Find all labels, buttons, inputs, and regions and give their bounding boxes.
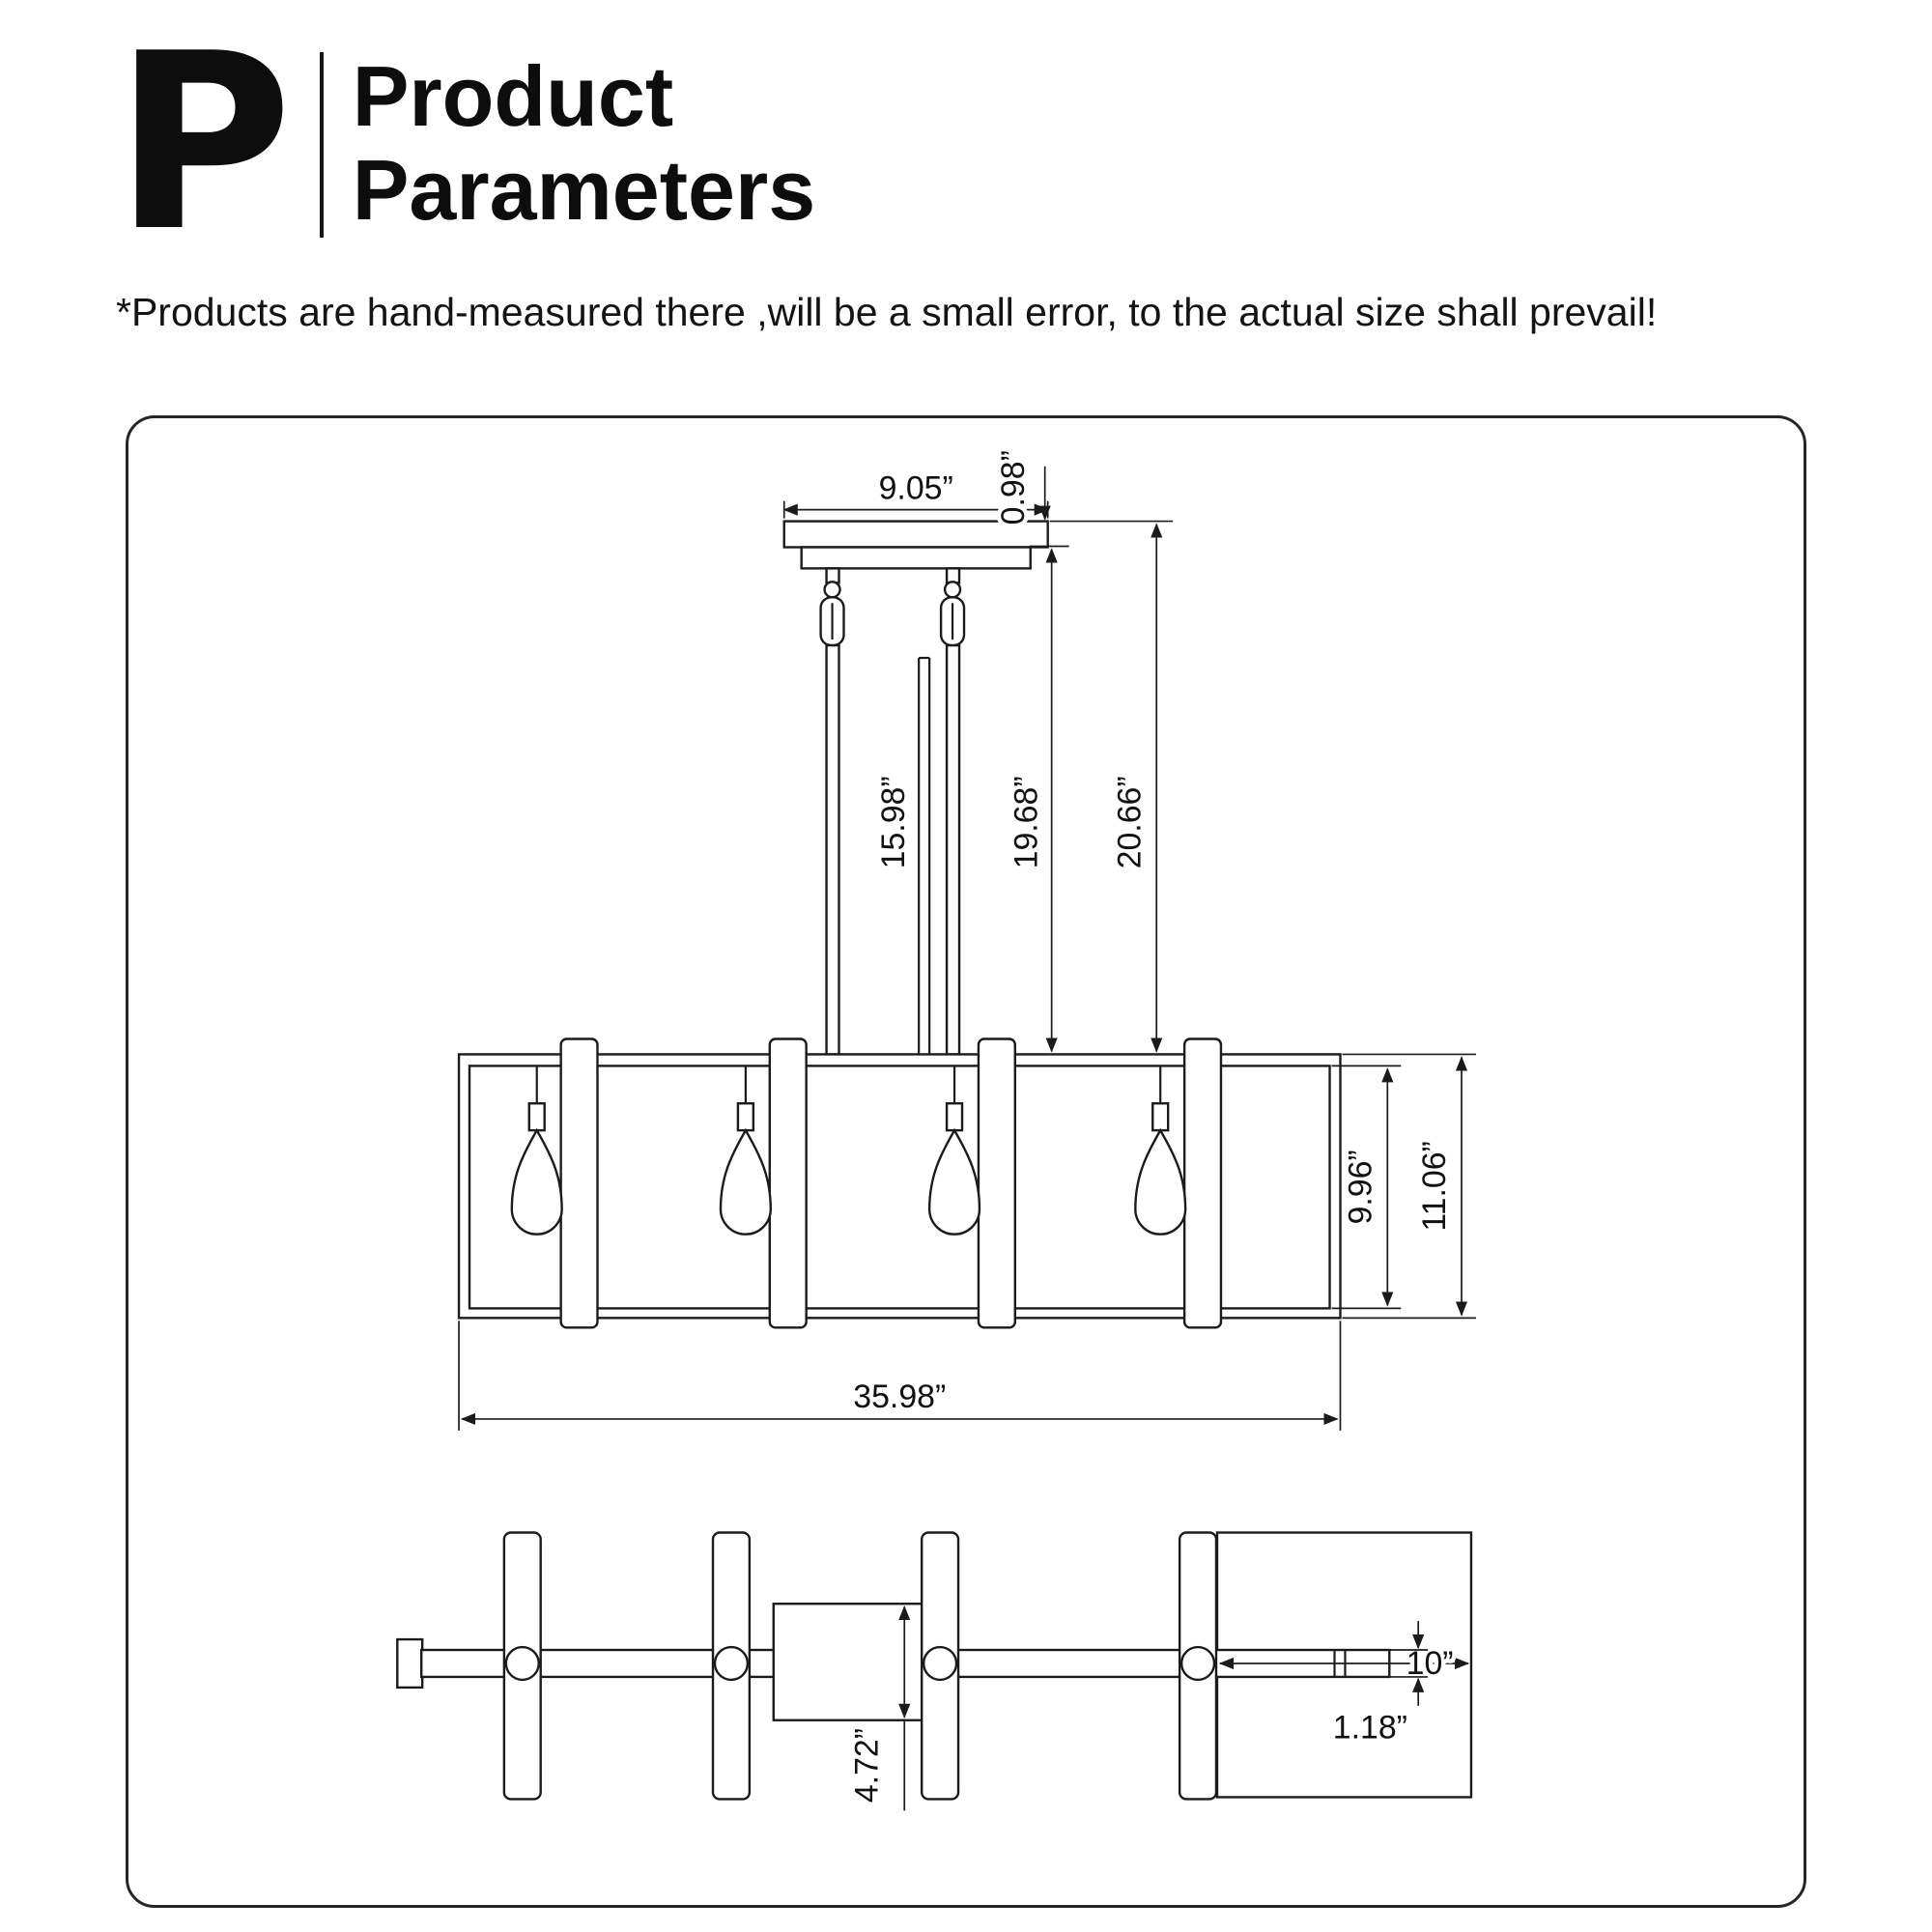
band-1 xyxy=(559,1037,599,1329)
dim-end-shade-depth: 10” xyxy=(1406,1645,1454,1682)
brand-letter: P xyxy=(114,2,293,285)
title-divider xyxy=(319,52,324,238)
dim-shade-height: 9.96” xyxy=(1342,1150,1378,1224)
turnbuckle-left xyxy=(819,581,845,647)
ceiling-canopy-base xyxy=(800,546,1032,570)
top-view-dimensions: 10” 1.18” 4.72” xyxy=(844,1605,1470,1811)
fixture-shade xyxy=(468,1065,1331,1310)
dim-drop-total: 20.66” xyxy=(1111,776,1148,868)
dim-fixture-height: 11.06” xyxy=(1416,1141,1453,1231)
chandelier-dimension-drawing: 9.05” 0.98” 15.98” 19.68” 20.66” 9.96” xyxy=(396,446,1476,1811)
dim-fixture-length: 35.98” xyxy=(853,1378,946,1415)
bulb-2 xyxy=(719,1065,772,1236)
dim-canopy-width: 9.05” xyxy=(879,470,953,507)
canopy-stem-left xyxy=(825,567,840,584)
disclaimer-note: *Products are hand-measured there ,will … xyxy=(116,290,1658,334)
center-downrod xyxy=(918,656,931,1055)
socket-3-top-view xyxy=(922,1645,958,1682)
title-line-2: Parameters xyxy=(352,141,816,238)
turnbuckle-right xyxy=(939,581,966,647)
dim-canopy-height: 0.98” xyxy=(995,450,1032,525)
diagram-panel: 9.05” 0.98” 15.98” 19.68” 20.66” 9.96” xyxy=(126,415,1806,1908)
canopy-stem-right xyxy=(945,567,961,584)
suspension-rod-left xyxy=(825,643,840,1056)
bulb-3 xyxy=(927,1065,981,1236)
top-view-drawing xyxy=(396,1531,1473,1801)
band-4 xyxy=(1182,1037,1223,1329)
dim-drop-inner: 19.68” xyxy=(1009,776,1045,868)
center-canopy-plate-top-view xyxy=(772,1603,947,1721)
socket-1-top-view xyxy=(504,1645,540,1682)
dim-band-width: 1.18” xyxy=(1333,1710,1407,1747)
suspension-rod-right xyxy=(945,643,961,1056)
page-title: Product Parameters xyxy=(353,46,815,242)
socket-2-top-view xyxy=(713,1645,750,1682)
front-view-drawing xyxy=(457,520,1342,1329)
socket-4-top-view xyxy=(1179,1645,1216,1682)
brand-lockup: P Product Parameters xyxy=(114,2,815,285)
band-3 xyxy=(977,1037,1016,1329)
dim-rod-length: 15.98” xyxy=(875,776,912,868)
band-2 xyxy=(768,1037,808,1329)
front-view-dimensions: 9.05” 0.98” 15.98” 19.68” 20.66” 9.96” xyxy=(458,446,1476,1431)
bulb-1 xyxy=(510,1065,563,1236)
rail-end-cap xyxy=(396,1637,424,1690)
title-line-1: Product xyxy=(352,48,674,144)
dim-center-plate-depth: 4.72” xyxy=(848,1728,885,1803)
bulb-4 xyxy=(1134,1065,1187,1236)
